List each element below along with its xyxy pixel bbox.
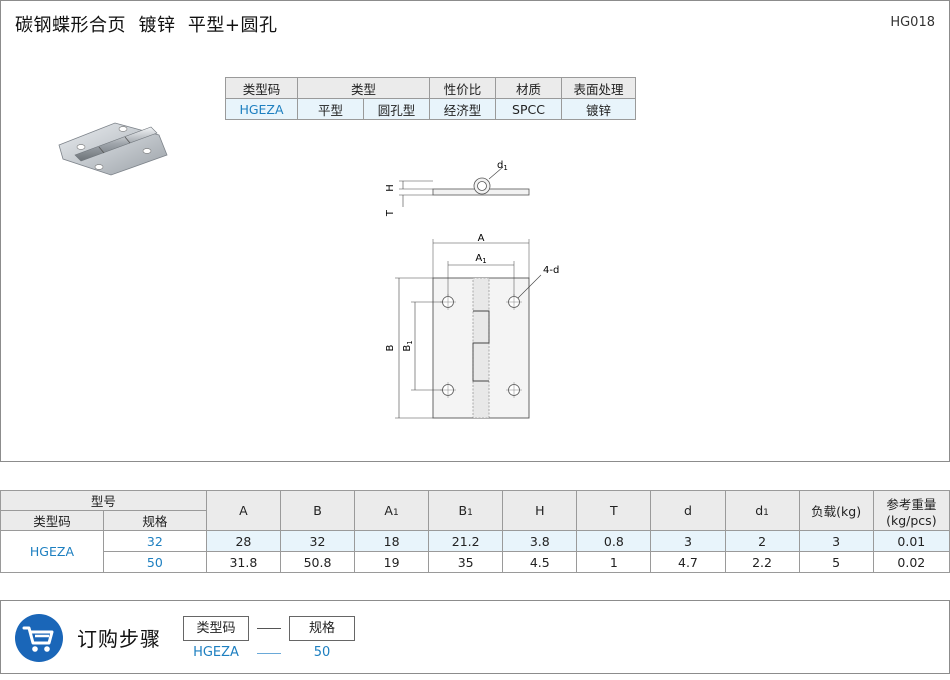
cell-h: 3.8 bbox=[502, 530, 578, 552]
cell-b1: 35 bbox=[428, 551, 504, 573]
cart-badge bbox=[15, 614, 63, 662]
type-material-cell: SPCC bbox=[495, 98, 562, 120]
col-a: A bbox=[205, 490, 281, 531]
col-d: d bbox=[650, 490, 726, 531]
dim-t-label: T bbox=[385, 209, 396, 217]
cell-weight: 0.02 bbox=[872, 551, 950, 573]
dim-a-label: A bbox=[478, 233, 485, 244]
dim-a1-label: A1 bbox=[475, 253, 486, 265]
cell-a1: 19 bbox=[354, 551, 430, 573]
col-b: B bbox=[279, 490, 356, 531]
col-d1: d1 bbox=[724, 490, 800, 531]
cell-d1: 2.2 bbox=[724, 551, 800, 573]
sub-header-size: 规格 bbox=[102, 510, 207, 531]
cell-t: 0.8 bbox=[576, 530, 652, 552]
hinge-photo bbox=[58, 122, 168, 176]
order-value-size: 50 bbox=[313, 645, 331, 660]
order-step-type-code: 类型码 bbox=[183, 616, 249, 641]
technical-drawing: d1 H T bbox=[385, 160, 559, 419]
row-size[interactable]: 50 bbox=[102, 551, 207, 573]
cell-weight: 0.01 bbox=[872, 530, 950, 552]
order-value-connector bbox=[257, 653, 281, 654]
spec-table: 型号 A B A1 B1 H T d d1 负载(kg) 参考重量(kg/pcs… bbox=[0, 490, 950, 573]
dim-b1-label: B1 bbox=[402, 340, 414, 351]
cell-b: 50.8 bbox=[279, 551, 356, 573]
type-header-code: 类型码 bbox=[225, 77, 298, 99]
cell-b1: 21.2 bbox=[428, 530, 504, 552]
order-connector bbox=[257, 628, 281, 629]
type-economy-cell: 经济型 bbox=[429, 98, 496, 120]
dim-h-label: H bbox=[385, 184, 396, 192]
type-surface-cell: 镀锌 bbox=[561, 98, 636, 120]
type-header-material: 材质 bbox=[495, 77, 562, 99]
type-roundhole-cell: 圆孔型 bbox=[363, 98, 430, 120]
cell-a1: 18 bbox=[354, 530, 430, 552]
col-b1: B1 bbox=[428, 490, 504, 531]
order-steps-panel: 订购步骤 类型码 规格 HGEZA 50 bbox=[0, 600, 950, 674]
dim-d1-label: d1 bbox=[497, 160, 508, 172]
col-a1: A1 bbox=[354, 490, 430, 531]
product-panel: 碳钢蝶形合页 镀锌 平型+圆孔 HG018 类型码 类型 性价比 材质 表面处理… bbox=[0, 0, 950, 462]
table-row: 50 31.8 50.8 19 35 4.5 1 4.7 2.2 5 0.02 bbox=[1, 551, 950, 573]
page-title: 碳钢蝶形合页 镀锌 平型+圆孔 bbox=[15, 15, 278, 36]
cell-a: 31.8 bbox=[205, 551, 281, 573]
row-size[interactable]: 32 bbox=[102, 530, 207, 552]
type-table: 类型码 类型 性价比 材质 表面处理 HGEZA 平型 圆孔型 经济型 SPCC… bbox=[225, 77, 636, 120]
cell-t: 1 bbox=[576, 551, 652, 573]
cell-d1: 2 bbox=[724, 530, 800, 552]
type-header-surface: 表面处理 bbox=[561, 77, 636, 99]
col-load: 负载(kg) bbox=[798, 490, 874, 531]
col-weight: 参考重量(kg/pcs) bbox=[872, 490, 950, 531]
product-code: HG018 bbox=[890, 15, 935, 30]
cart-icon bbox=[22, 626, 54, 652]
cell-load: 3 bbox=[798, 530, 874, 552]
dim-holes-label: 4-d bbox=[543, 265, 559, 276]
cell-h: 4.5 bbox=[502, 551, 578, 573]
cell-d: 3 bbox=[650, 530, 726, 552]
order-value-type-code: HGEZA bbox=[193, 645, 239, 660]
cell-load: 5 bbox=[798, 551, 874, 573]
type-header-value: 性价比 bbox=[429, 77, 496, 99]
type-flat-cell: 平型 bbox=[297, 98, 364, 120]
row-type-code[interactable]: HGEZA bbox=[0, 530, 104, 573]
spec-group-header: 型号 bbox=[0, 490, 207, 511]
type-code-cell[interactable]: HGEZA bbox=[225, 98, 298, 120]
col-t: T bbox=[576, 490, 652, 531]
order-title: 订购步骤 bbox=[77, 627, 161, 651]
type-header-type: 类型 bbox=[297, 77, 430, 99]
col-h: H bbox=[502, 490, 578, 531]
sub-header-type-code: 类型码 bbox=[0, 510, 104, 531]
side-view: d1 H T bbox=[385, 160, 530, 217]
cell-d: 4.7 bbox=[650, 551, 726, 573]
table-row: HGEZA 32 28 32 18 21.2 3.8 0.8 3 2 3 0.0… bbox=[0, 530, 950, 573]
front-view: A A1 4-d B B1 bbox=[385, 233, 559, 419]
cell-a: 28 bbox=[205, 530, 281, 552]
order-step-size: 规格 bbox=[289, 616, 355, 641]
dim-b-label: B bbox=[385, 344, 396, 351]
cell-b: 32 bbox=[279, 530, 356, 552]
